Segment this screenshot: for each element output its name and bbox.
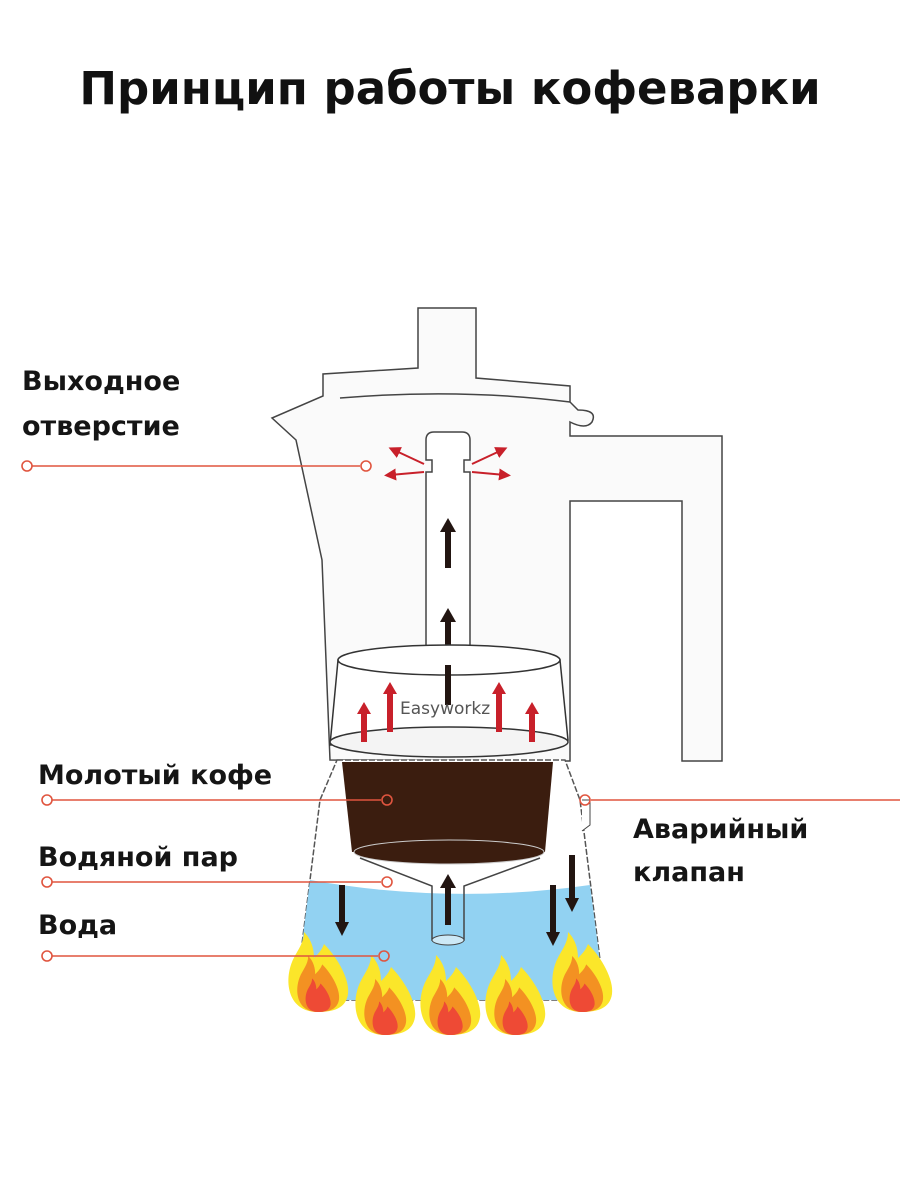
flames [288, 932, 613, 1035]
label-steam: Водяной пар [38, 842, 238, 873]
label-water: Вода [38, 910, 118, 941]
ground-coffee-area [342, 762, 553, 852]
page-title: Принцип работы кофеварки [79, 62, 821, 115]
flame-icon [355, 955, 416, 1035]
flame-icon [288, 932, 349, 1012]
center-tube [384, 431, 511, 661]
label-valve-1: Аварийный [633, 814, 809, 845]
label-valve-2: клапан [633, 857, 745, 888]
brand-text: Easyworkz [400, 699, 490, 719]
flame-icon [485, 955, 546, 1035]
flame-icon [552, 932, 613, 1012]
funnel-top: Easyworkz [329, 644, 569, 758]
leader-lines [21, 460, 900, 962]
flame-icon [420, 955, 481, 1035]
label-outlet-1: Выходное [22, 366, 181, 397]
label-ground-coffee: Молотый кофе [38, 760, 273, 791]
label-outlet-2: отверстие [22, 411, 180, 442]
